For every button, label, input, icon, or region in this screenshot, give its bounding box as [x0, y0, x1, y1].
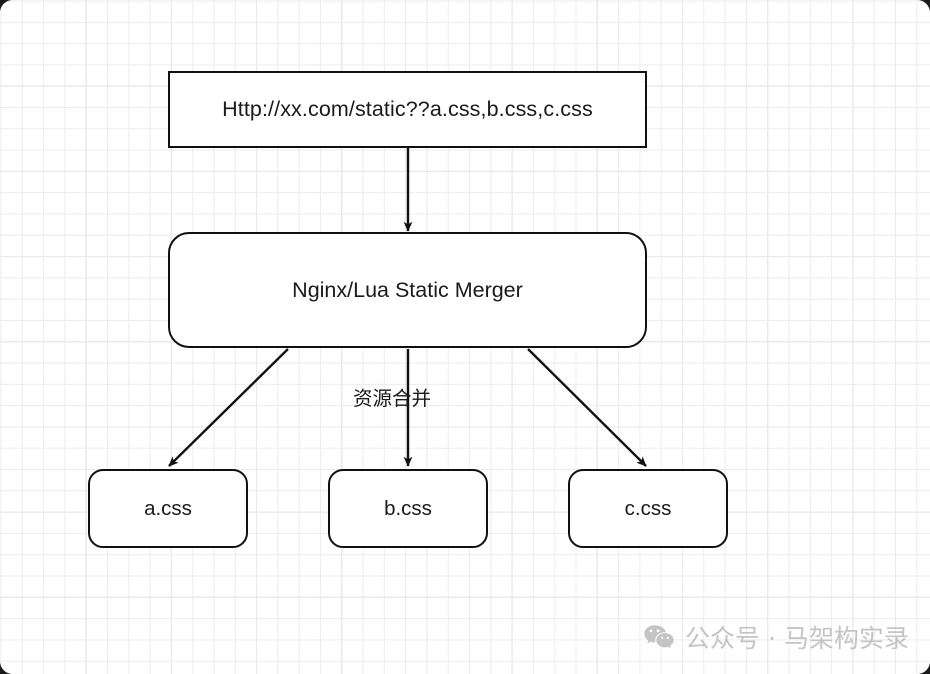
node-a-css[interactable]: a.css [88, 469, 248, 548]
node-nginx-lua-static-merger[interactable]: Nginx/Lua Static Merger [168, 232, 647, 348]
wechat-icon [644, 624, 674, 648]
node-c-css[interactable]: c.css [568, 469, 728, 548]
watermark-text: 公众号 · 马架构实录 [685, 624, 909, 653]
node-b-css[interactable]: b.css [328, 469, 488, 548]
edge-label-resource-merge: 资源合并 [353, 387, 432, 410]
watermark: 公众号 · 马架构实录 [644, 619, 909, 655]
node-request-url[interactable]: Http://xx.com/static??a.css,b.css,c.css [168, 71, 647, 148]
